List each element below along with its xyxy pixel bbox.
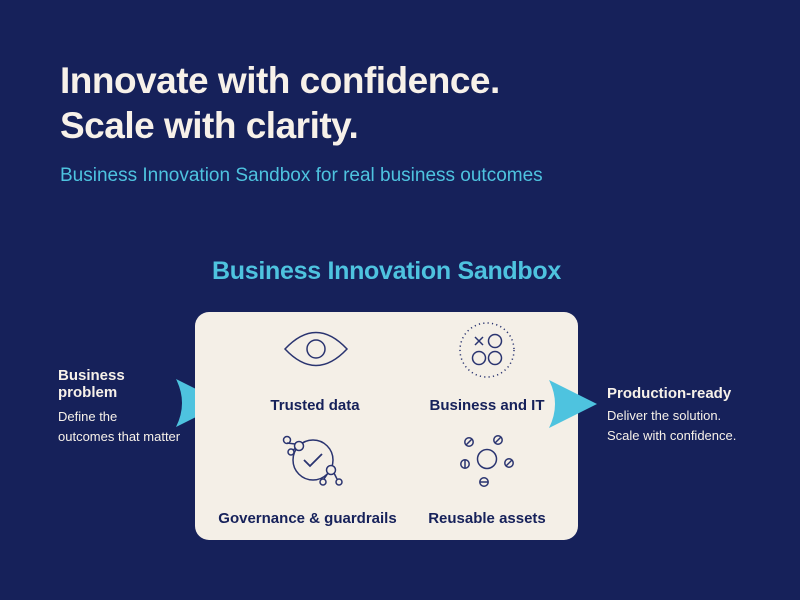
- item-label-governance: Governance & guardrails: [218, 510, 397, 527]
- output-desc-line-2: Scale with confidence.: [607, 428, 737, 443]
- input-description: Define the outcomes that matter: [58, 407, 180, 447]
- output-arrow-icon: [549, 380, 597, 428]
- input-desc-line-1: Define the: [58, 409, 118, 424]
- reusable-assets-icon: [460, 435, 514, 487]
- subheadline: Business Innovation Sandbox for real bus…: [60, 165, 543, 186]
- input-desc-line-2: outcomes that matter: [58, 429, 181, 444]
- output-title: Production-ready: [607, 385, 732, 402]
- sandbox-panel: Trusted data Business and IT Governance …: [195, 312, 578, 540]
- output-description: Deliver the solution. Scale with confide…: [607, 406, 736, 446]
- item-label-business-and-it: Business and IT: [429, 397, 545, 414]
- headline-line-2: Scale with clarity.: [60, 105, 359, 146]
- headline-line-1: Innovate with confidence.: [60, 60, 500, 101]
- item-label-reusable-assets: Reusable assets: [428, 510, 546, 527]
- collaboration-circles-icon: [459, 322, 515, 378]
- eye-icon: [283, 331, 349, 367]
- headline: Innovate with confidence. Scale with cla…: [60, 58, 500, 148]
- output-desc-line-1: Deliver the solution.: [607, 408, 722, 423]
- governance-network-icon: [282, 435, 343, 486]
- input-title: Business problem: [58, 367, 125, 401]
- sandbox-title: Business Innovation Sandbox: [212, 257, 561, 285]
- item-label-trusted-data: Trusted data: [270, 397, 360, 414]
